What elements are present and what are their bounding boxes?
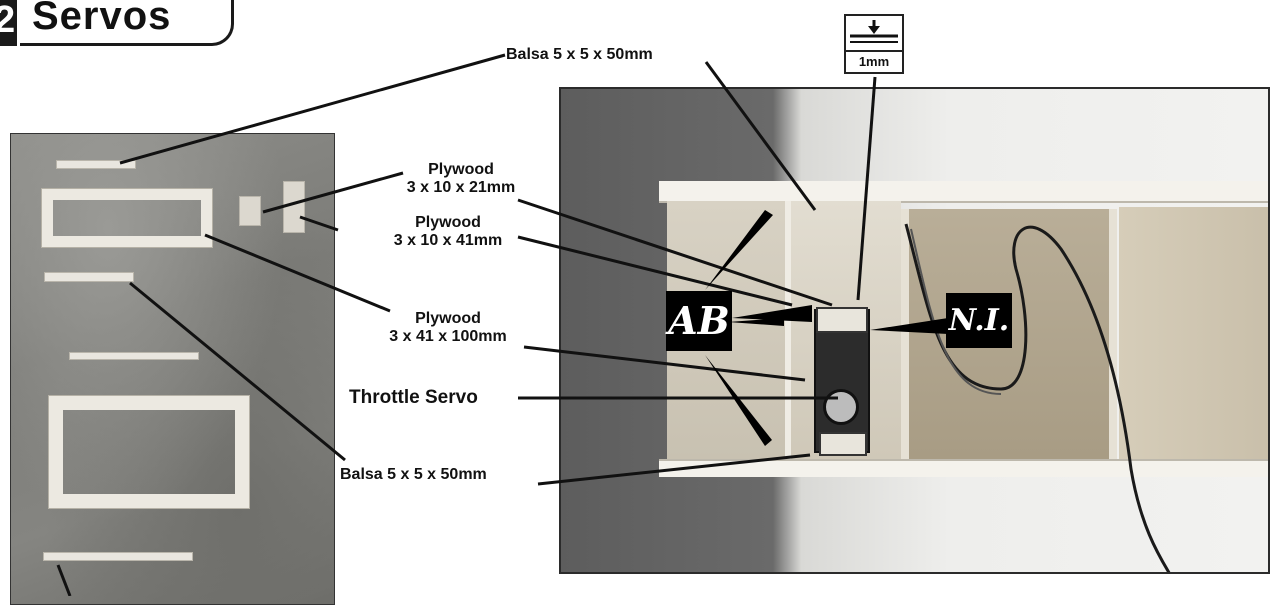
fuselage-bay-right xyxy=(1119,207,1268,459)
balsa-stick-bottom xyxy=(43,552,193,561)
parts-photo xyxy=(10,133,335,605)
label-plywood-41-line2: 3 x 10 x 41mm xyxy=(393,232,503,249)
section-title: Servos xyxy=(32,0,172,38)
servo-horn xyxy=(823,389,859,425)
label-balsa-top: Balsa 5 x 5 x 50mm xyxy=(506,46,653,63)
plywood-block-41 xyxy=(283,181,305,233)
throttle-servo-body xyxy=(814,309,870,453)
label-plywood-21-line1: Plywood xyxy=(428,161,494,178)
step-number: 2 xyxy=(0,0,16,41)
fuselage-bottom-rail xyxy=(659,459,1268,477)
balsa-stick-top xyxy=(56,160,136,169)
plywood-frame-small xyxy=(41,188,213,248)
gap-gauge-icon: 1mm xyxy=(844,14,904,74)
label-plywood-41: Plywood 3 x 10 x 41mm xyxy=(374,214,522,250)
title-outline xyxy=(20,0,234,46)
plywood-mount-bottom xyxy=(819,432,867,456)
servo-wires xyxy=(904,223,1171,572)
step-number-box: 2 xyxy=(0,0,17,46)
label-plywood-100: Plywood 3 x 41 x 100mm xyxy=(370,310,526,346)
badge-ab: AB xyxy=(666,291,732,351)
label-plywood-21: Plywood 3 x 10 x 21mm xyxy=(396,161,526,197)
label-throttle-servo: Throttle Servo xyxy=(349,387,478,408)
gauge-label: 1mm xyxy=(846,50,902,69)
label-balsa-bottom: Balsa 5 x 5 x 50mm xyxy=(340,466,487,483)
label-plywood-21-line2: 3 x 10 x 21mm xyxy=(406,179,516,196)
step-header: 2 Servos xyxy=(0,0,240,48)
label-plywood-100-line2: 3 x 41 x 100mm xyxy=(389,328,507,345)
balsa-stick-long xyxy=(69,352,199,360)
badge-ni: N.I. xyxy=(946,293,1012,348)
plywood-frame-large xyxy=(48,395,250,509)
balsa-stick-middle xyxy=(44,272,134,282)
plywood-mount-top xyxy=(816,307,868,333)
label-plywood-41-line1: Plywood xyxy=(415,214,481,231)
plywood-block-21 xyxy=(239,196,261,226)
label-plywood-100-line1: Plywood xyxy=(415,310,481,327)
